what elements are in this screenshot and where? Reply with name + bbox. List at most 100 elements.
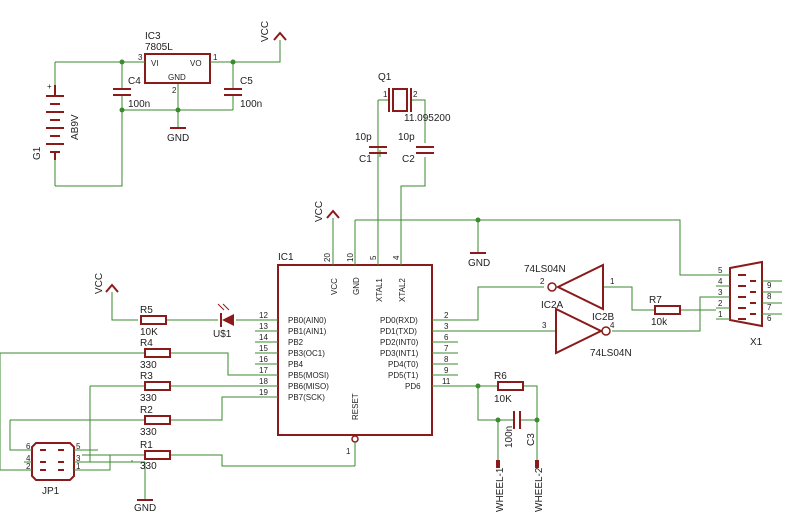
mcu-left-pins: 12 13 14 15 16 17 18 19 PB0(AIN0) PB1(AI… — [255, 311, 329, 402]
c3-value: 100n — [504, 426, 515, 448]
mcu-pin-pb6-name: PB6(MISO) — [288, 382, 329, 391]
inverter-b-ref: IC2B — [592, 312, 615, 323]
mcu-pin-pb5-name: PB5(MOSI) — [288, 371, 329, 380]
battery-value: AB9V — [70, 114, 81, 140]
inverter-a-value: 74LS04N — [590, 348, 632, 359]
c1-value: 10p — [355, 132, 372, 143]
mcu-pin-pd4-name: PD4(T0) — [388, 360, 419, 369]
battery-plus-label: + — [47, 82, 52, 91]
r4-value: 330 — [140, 360, 157, 371]
capacitor-c4: C4 100n — [113, 76, 150, 110]
microcontroller-ic1: IC1 20 10 5 4 VCC GND XTAL1 XTAL2 12 13 … — [255, 218, 458, 466]
gnd-label-regulator: GND — [167, 133, 189, 144]
resistor-r1: R1 330 — [140, 440, 171, 472]
led-ref: U$1 — [213, 329, 232, 340]
jp1-pin-2: 2 — [26, 462, 31, 471]
c4-value: 100n — [128, 99, 150, 110]
c2-value: 10p — [398, 132, 415, 143]
mcu-pin-pd0-name: PD0(RXD) — [380, 316, 418, 325]
x1-pin-3: 3 — [718, 288, 723, 297]
r2-ref: R2 — [140, 405, 153, 416]
mcu-right-pins: 2 3 6 7 8 9 11 PD0(RXD) PD1(TXD) PD2(INT… — [380, 311, 458, 391]
x1-pin-2: 2 — [718, 299, 723, 308]
crystal-q1: Q1 11.095200 1 2 — [378, 72, 451, 124]
mcu-pin-pd3-num: 7 — [444, 344, 449, 353]
mcu-pin-pb4-num: 16 — [259, 355, 268, 364]
mcu-pin-pb3-name: PB3(OC1) — [288, 349, 325, 358]
vcc-label-regulator: VCC — [260, 21, 271, 42]
x1-ref: X1 — [750, 337, 763, 348]
x1-pin-4: 4 — [718, 277, 723, 286]
resistor-r2: R2 330 — [140, 405, 171, 438]
battery-g1: + G1 AB9V — [32, 82, 81, 160]
x1-pin-6: 6 — [767, 314, 772, 323]
inverter-a-pin-in: 3 — [542, 321, 547, 330]
regulator-vo: VO — [190, 59, 202, 68]
r7-value: 10k — [651, 317, 668, 328]
regulator-ref: IC3 — [145, 31, 161, 42]
serial-interface-section: 74LS04N IC2B 2 1 IC2A 74LS04N 3 4 R7 10k — [458, 260, 782, 359]
wheel-1-terminal: WHEEL-1 — [495, 460, 506, 512]
mcu-pin-pd0-num: 2 — [444, 311, 449, 320]
mcu-ref: IC1 — [278, 252, 294, 263]
resistor-r5: R5 10K — [140, 305, 167, 338]
regulator-pin-gnd: 2 — [172, 86, 177, 95]
regulator-pin-out: 1 — [213, 53, 218, 62]
r5-ref: R5 — [140, 305, 153, 316]
inverter-ic2b: 74LS04N IC2B 2 1 — [524, 263, 615, 323]
mcu-pin-pd5-name: PD5(T1) — [388, 371, 419, 380]
wheel-2-terminal: WHEEL-2 — [534, 460, 545, 512]
regulator-value: 7805L — [145, 42, 173, 53]
mcu-pin-gnd-name: GND — [352, 277, 361, 295]
inverter-a-pin-out: 4 — [610, 321, 615, 330]
power-supply-section: + G1 AB9V C4 100n IC3 7805L VI VO GND 3 … — [32, 21, 287, 187]
mcu-reset-num: 1 — [346, 447, 351, 456]
mcu-pin-pd4-num: 8 — [444, 355, 449, 364]
c5-ref: C5 — [240, 76, 253, 87]
c5-value: 100n — [240, 99, 262, 110]
vcc-label-mcu: VCC — [314, 201, 325, 222]
r1-value: 330 — [140, 461, 157, 472]
vcc-label-led: VCC — [94, 273, 105, 294]
gnd-label-mcu: GND — [468, 258, 490, 269]
connector-x1: 5 4 3 2 1 9 8 7 6 X1 — [716, 260, 782, 348]
mcu-reset-name: RESET — [351, 393, 360, 420]
mcu-pin-pd2-name: PD2(INT0) — [380, 338, 419, 347]
r1-ref: R1 — [140, 440, 153, 451]
regulator-pin-in: 3 — [138, 53, 143, 62]
capacitor-c1: 10p C1 — [355, 132, 387, 165]
jp1-pin-5: 5 — [76, 442, 81, 451]
gnd-label-header: GND — [134, 503, 156, 514]
mcu-pin-pb7-num: 19 — [259, 388, 268, 397]
battery-ref: G1 — [32, 146, 43, 160]
mcu-pin-xtal1-num: 5 — [369, 255, 378, 260]
mcu-pin-vcc-name: VCC — [330, 278, 339, 295]
x1-pin-7: 7 — [767, 303, 772, 312]
jp1-pin-1: 1 — [76, 462, 81, 471]
x1-pin-1: 1 — [718, 310, 723, 319]
crystal-value: 11.095200 — [404, 113, 451, 124]
programming-header-section: R1 330 R2 330 R3 330 R4 330 — [0, 338, 355, 514]
mcu-pin-pd1-name: PD1(TXD) — [380, 327, 417, 336]
r6-value: 10K — [494, 394, 512, 405]
inverter-b-pin-out: 2 — [540, 277, 545, 286]
r6-ref: R6 — [494, 371, 507, 382]
wheel-1-label: WHEEL-1 — [495, 467, 506, 512]
r7-ref: R7 — [649, 295, 662, 306]
mcu-pin-pb7-name: PB7(SCK) — [288, 393, 325, 402]
mcu-pin-pb5-num: 17 — [259, 366, 268, 375]
jp1-ref: JP1 — [42, 486, 60, 497]
crystal-ref: Q1 — [378, 72, 392, 83]
capacitor-c5: C5 100n — [224, 76, 262, 110]
resistor-r7: R7 10k — [649, 295, 681, 328]
mcu-pin-vcc-num: 20 — [323, 253, 332, 262]
crystal-pin1: 1 — [383, 90, 388, 99]
capacitor-c2: 10p C2 — [398, 132, 434, 165]
mcu-pin-pd1-num: 3 — [444, 322, 449, 331]
mcu-pin-pb3-num: 15 — [259, 344, 268, 353]
resistor-r6: R6 10K — [494, 371, 524, 405]
mcu-pin-pb2-name: PB2 — [288, 338, 304, 347]
jp1-pin-4: 4 — [26, 454, 31, 463]
mcu-pin-pb4-name: PB4 — [288, 360, 304, 369]
header-jp1: 6 4 2 5 3 1 JP1 — [24, 442, 82, 497]
